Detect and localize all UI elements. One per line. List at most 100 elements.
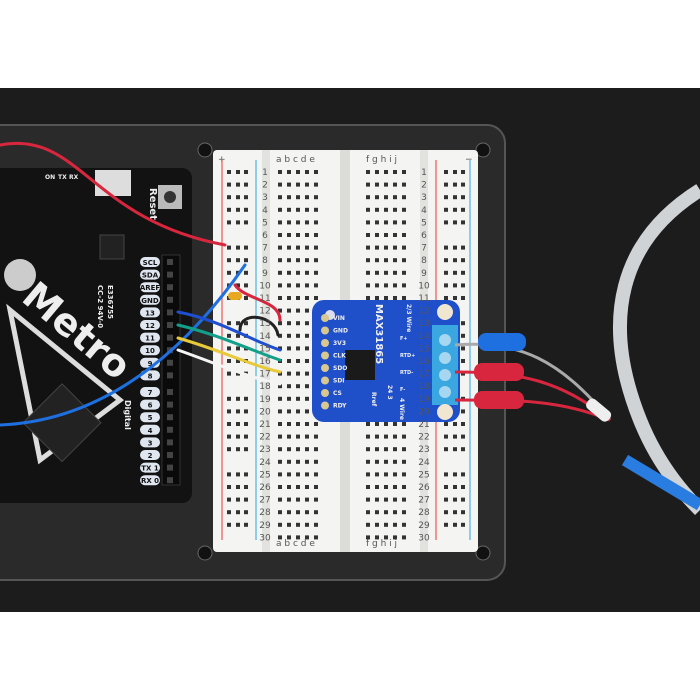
breadboard-hole bbox=[278, 283, 282, 288]
rail-hole bbox=[236, 510, 240, 515]
max31865-chip bbox=[345, 350, 375, 380]
breadboard-hole bbox=[296, 396, 300, 401]
breadboard-hole bbox=[287, 182, 291, 187]
breadboard-hole bbox=[296, 258, 300, 263]
breadboard-hole bbox=[402, 522, 406, 527]
breadboard-hole bbox=[296, 308, 300, 313]
breadboard-hole bbox=[375, 447, 379, 452]
rail-hole bbox=[227, 207, 231, 212]
reset-label: Reset bbox=[147, 188, 158, 220]
breadboard-hole bbox=[393, 472, 397, 477]
breadboard-hole bbox=[296, 409, 300, 414]
module-pin-label: CLK bbox=[333, 353, 346, 360]
breadboard-hole bbox=[305, 497, 309, 502]
breadboard-hole bbox=[287, 396, 291, 401]
breadboard-hole bbox=[278, 346, 282, 351]
rail-hole bbox=[244, 497, 248, 502]
breadboard-hole bbox=[314, 220, 318, 225]
row-number: 8 bbox=[262, 256, 268, 266]
row-number: 22 bbox=[259, 433, 270, 443]
breadboard-hole bbox=[384, 472, 388, 477]
breadboard-hole bbox=[384, 485, 388, 489]
part-code: E336755 bbox=[106, 285, 114, 319]
breadboard-hole bbox=[287, 522, 291, 527]
breadboard-hole bbox=[366, 447, 370, 452]
breadboard-hole bbox=[305, 422, 309, 426]
breadboard-hole bbox=[305, 270, 309, 275]
rail-hole bbox=[236, 371, 240, 376]
breadboard-hole bbox=[287, 333, 291, 338]
capacitor-yellow bbox=[228, 292, 242, 300]
row-number: 4 bbox=[262, 206, 268, 216]
microcontroller-chip bbox=[22, 383, 102, 463]
breadboard-hole bbox=[296, 485, 300, 489]
rail-hole bbox=[244, 485, 248, 489]
header-pin-label: AREF bbox=[140, 284, 161, 292]
capacitor bbox=[4, 259, 36, 291]
rail-hole bbox=[236, 497, 240, 502]
breadboard-hole bbox=[305, 283, 309, 288]
breadboard-hole bbox=[375, 472, 379, 477]
breadboard-hole bbox=[393, 434, 397, 439]
breadboard-hole bbox=[393, 207, 397, 212]
breadboard-hole bbox=[366, 472, 370, 477]
row-number: 15 bbox=[418, 344, 429, 354]
header-pin-label: 13 bbox=[145, 309, 155, 317]
rail-hole bbox=[444, 170, 448, 174]
breadboard-hole bbox=[375, 497, 379, 502]
rail-hole bbox=[236, 472, 240, 477]
breadboard-hole bbox=[305, 333, 309, 338]
breadboard-hole bbox=[287, 485, 291, 489]
rail-hole bbox=[236, 485, 240, 489]
rail-hole bbox=[461, 485, 465, 489]
rail-hole bbox=[227, 333, 231, 338]
breadboard-hole bbox=[366, 522, 370, 527]
breadboard-hole bbox=[402, 195, 406, 200]
breadboard-hole bbox=[287, 535, 291, 540]
breadboard-hole bbox=[402, 497, 406, 502]
rail-hole bbox=[236, 207, 240, 212]
breadboard-hole bbox=[366, 422, 370, 426]
header-pin bbox=[167, 309, 173, 316]
breadboard-hole bbox=[287, 283, 291, 288]
rail-hole bbox=[444, 258, 448, 263]
rail-hole bbox=[444, 497, 448, 502]
breadboard-hole bbox=[402, 422, 406, 426]
row-number: 23 bbox=[418, 445, 429, 455]
rail-hole bbox=[244, 510, 248, 515]
row-number: 25 bbox=[418, 470, 429, 480]
row-number: 1 bbox=[421, 168, 427, 178]
rail-hole bbox=[453, 434, 457, 439]
breadboard-hole bbox=[393, 270, 397, 275]
rail-hole bbox=[244, 296, 248, 300]
header-pin-label: 5 bbox=[148, 414, 153, 422]
module-pin bbox=[321, 326, 329, 335]
breadboard-hole bbox=[375, 522, 379, 527]
breadboard-hole bbox=[384, 510, 388, 515]
breadboard-hole bbox=[296, 459, 300, 464]
breadboard-hole bbox=[314, 472, 318, 477]
header-pin-label: SCL bbox=[143, 259, 158, 267]
row-number: 4 bbox=[421, 206, 427, 216]
header-pin-label: RX 0 bbox=[141, 477, 159, 485]
row-number: 14 bbox=[418, 332, 430, 342]
rail-hole bbox=[461, 447, 465, 452]
breadboard-hole bbox=[393, 245, 397, 250]
row-number: 29 bbox=[259, 521, 271, 531]
breadboard-hole bbox=[305, 308, 309, 313]
breadboard-hole bbox=[375, 220, 379, 225]
breadboard-hole bbox=[402, 220, 406, 225]
breadboard-hole bbox=[287, 422, 291, 426]
breadboard-hole bbox=[384, 245, 388, 250]
row-number: 13 bbox=[259, 319, 270, 329]
rail-hole bbox=[236, 409, 240, 414]
breadboard-hole bbox=[296, 346, 300, 351]
header-pin-label: 9 bbox=[148, 360, 153, 368]
breadboard-hole bbox=[278, 207, 282, 212]
row-number: 2 bbox=[421, 181, 427, 191]
header-pin-label: 11 bbox=[145, 335, 155, 343]
breadboard-hole bbox=[296, 510, 300, 515]
breadboard-hole bbox=[393, 283, 397, 288]
breadboard-hole bbox=[393, 233, 397, 237]
module-pin bbox=[321, 401, 329, 410]
